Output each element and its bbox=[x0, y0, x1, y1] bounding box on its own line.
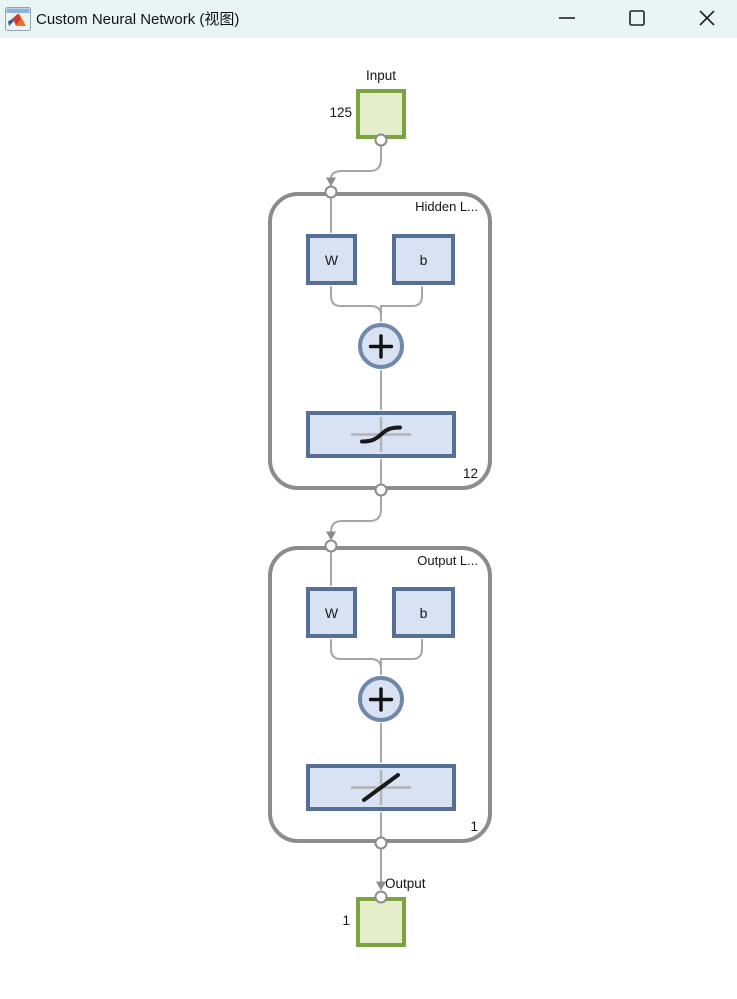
maximize-button[interactable] bbox=[624, 5, 650, 31]
hidden-activation-box bbox=[306, 411, 456, 458]
hidden-layer-title: Hidden L... bbox=[415, 199, 478, 214]
hidden-weight-box: W bbox=[306, 234, 357, 285]
output-label: Output bbox=[385, 876, 426, 891]
output-layer-title: Output L... bbox=[417, 553, 478, 568]
minimize-button[interactable] bbox=[554, 5, 580, 31]
matlab-logo-icon bbox=[5, 6, 31, 32]
input-label: Input bbox=[365, 68, 397, 83]
output-block bbox=[356, 897, 406, 947]
hidden-sum-node bbox=[358, 323, 404, 369]
output-activation-box bbox=[306, 764, 456, 811]
close-button[interactable] bbox=[694, 5, 720, 31]
hidden-bias-box: b bbox=[392, 234, 455, 285]
hidden-layer-size: 12 bbox=[462, 466, 478, 481]
output-sum-node bbox=[358, 676, 404, 722]
titlebar: Custom Neural Network (视图) bbox=[0, 0, 737, 38]
input-size: 125 bbox=[329, 105, 352, 120]
window-title: Custom Neural Network (视图) bbox=[36, 11, 240, 28]
output-layer-size: 1 bbox=[470, 819, 478, 834]
input-block bbox=[356, 89, 406, 139]
minimize-icon bbox=[559, 17, 575, 19]
output-bias-box: b bbox=[392, 587, 455, 638]
output-size: 1 bbox=[342, 913, 350, 928]
close-icon bbox=[699, 10, 715, 26]
maximize-icon bbox=[629, 10, 645, 26]
output-weight-box: W bbox=[306, 587, 357, 638]
